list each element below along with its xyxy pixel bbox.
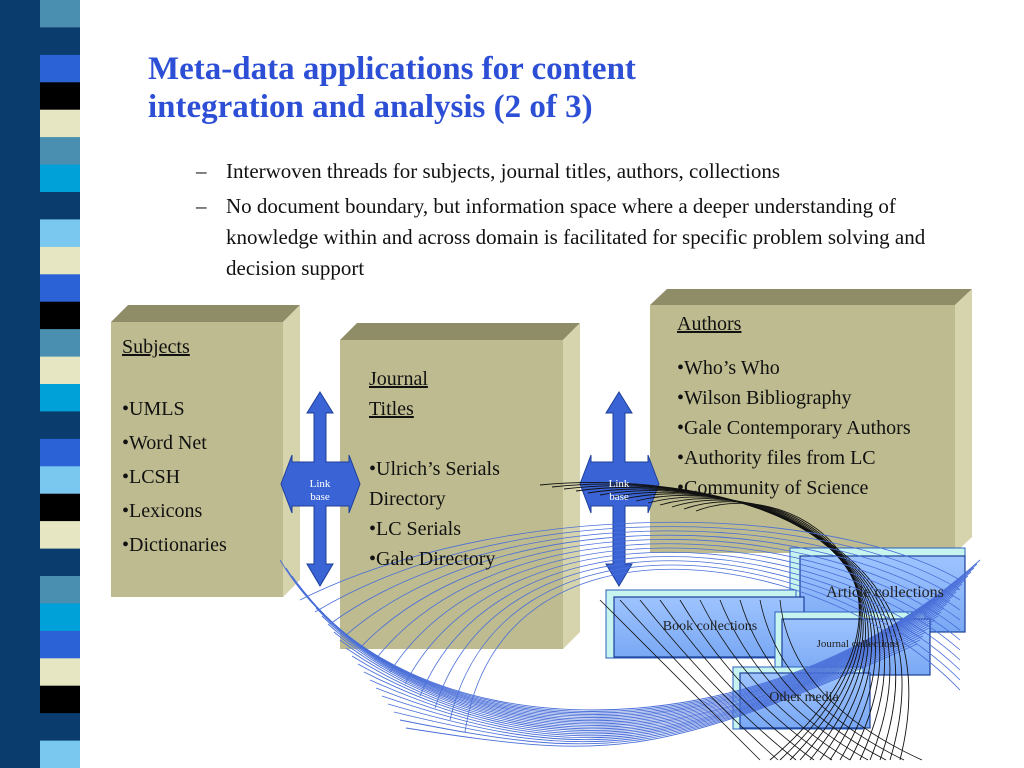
subjects-item: •Word Net [122,432,207,454]
subjects-text: Subjects •UMLS •Word Net •LCSH •Lexicons… [122,332,282,562]
thread-line [679,599,833,761]
thread-line [671,499,862,761]
thread-line [759,599,905,761]
bullet-item: – Interwoven threads for subjects, journ… [196,156,986,187]
journal-titles-box [340,323,580,649]
thread-line [359,539,961,649]
thread-line [699,599,851,761]
subjects-box [111,305,300,597]
thread-line [357,611,942,731]
journal-heading-line2: Titles [369,398,414,420]
thread-line [659,498,864,761]
decorative-stripe [0,0,118,768]
thread-line [599,599,761,761]
thread-line [344,534,961,637]
authors-item: •Who’s Who [677,357,780,379]
thread-line [309,579,966,719]
thread-line [297,571,972,715]
slide-title: Meta-data applications for content integ… [148,51,636,125]
bullet-list: – Interwoven threads for subjects, journ… [196,156,986,288]
thread-line [405,643,918,747]
journal-item: •Ulrich’s Serials Directory [369,458,500,510]
link-base-label-left: Link base [300,478,340,504]
thread-line [623,493,872,761]
authors-box [650,289,972,553]
authors-text: Authors •Who’s Who •Wilson Bibliography … [677,309,987,503]
authors-item: •Community of Science [677,477,869,499]
thread-line [647,496,866,761]
bullet-dash: – [196,159,207,183]
interwoven-threads [279,482,981,761]
link-base-arrow-left [280,391,361,587]
thread-line [351,607,945,730]
authors-item: •Gale Contemporary Authors [677,417,911,439]
thread-line [659,599,815,761]
thread-line [719,599,869,761]
link-base-line1: Link [608,478,630,490]
journal-item: •LC Serials [369,518,461,540]
subjects-item: •Dictionaries [122,534,227,556]
journal-heading-line1: Journal [369,368,428,390]
thread-line [404,551,961,685]
link-base-line1: Link [309,478,331,490]
subjects-item: •Lexicons [122,500,203,522]
thread-line [449,564,961,721]
bullet-text: Interwoven threads for subjects, journal… [226,159,781,183]
subjects-item: •LCSH [122,466,181,488]
thread-line [314,526,961,613]
thread-line [399,639,921,745]
other-media-label: Other media [769,690,839,705]
thread-line [695,502,860,761]
thread-line [381,627,930,739]
authors-item: •Authority files from LC [677,447,876,469]
authors-item: •Wilson Bibliography [677,387,852,409]
thread-line [739,599,887,761]
thread-line [374,543,961,661]
thread-line [345,603,948,728]
bullet-text: No document boundary, but information sp… [226,194,926,280]
thread-line [389,547,961,673]
thread-line [303,575,969,717]
bullet-dash: – [196,194,207,218]
thread-line [299,521,961,601]
thread-line [363,615,939,733]
thread-line [375,623,933,737]
book-collections-label: Book collections [662,619,758,634]
subjects-item: •UMLS [122,398,185,420]
thread-line [327,591,957,723]
thread-line [393,635,924,743]
thread-line [635,494,869,761]
journal-collections-label: Journal collections [816,638,900,650]
thread-line [779,599,923,761]
link-base-line2: base [310,491,330,503]
link-base-label-right: Link base [599,478,639,504]
thread-line [619,599,779,761]
bullet-item: – No document boundary, but information … [196,191,986,284]
journal-titles-text: Journal Titles •Ulrich’s Serials Directo… [369,364,559,574]
thread-line [434,560,961,709]
thread-line [419,556,961,697]
journal-item: •Gale Directory [369,548,496,570]
thread-line [333,595,954,725]
thread-line [464,568,961,733]
authors-heading: Authors [677,313,742,335]
thread-line [369,619,936,735]
thread-line [639,599,797,761]
thread-line [683,501,861,761]
subjects-heading: Subjects [122,336,190,358]
article-collections-label: Article collections [826,584,944,601]
thread-line [387,631,927,741]
link-base-line2: base [609,491,629,503]
thread-line [329,530,961,625]
link-base-arrow-right [579,391,660,587]
